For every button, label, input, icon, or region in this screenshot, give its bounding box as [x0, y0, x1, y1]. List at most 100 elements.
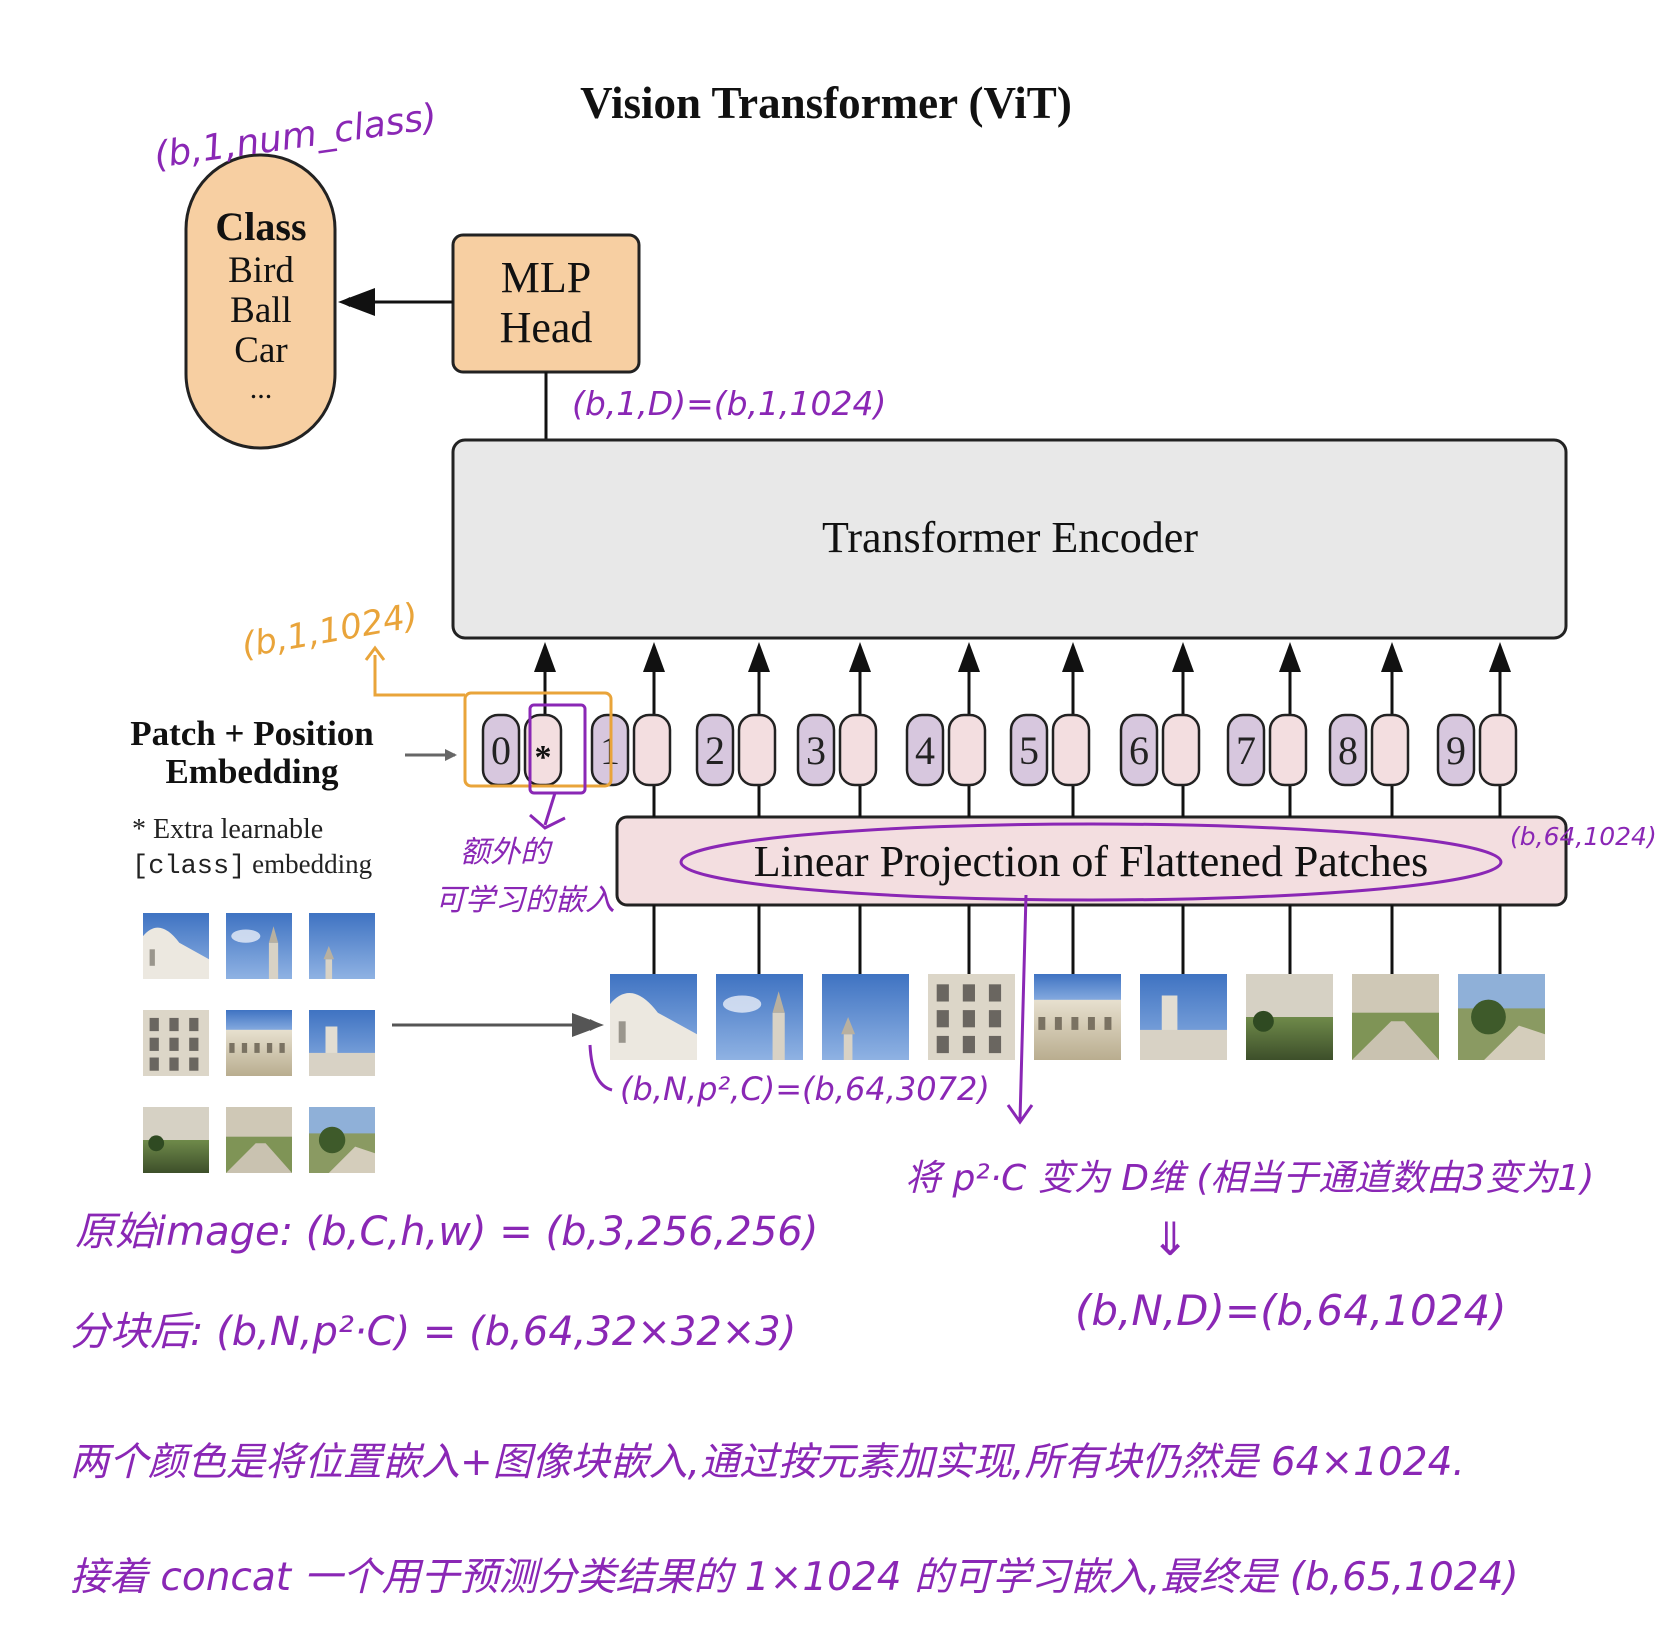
- token-5: 5: [1009, 642, 1091, 817]
- cls-token-annotation-arrow: [373, 655, 465, 697]
- flattened-patch: [610, 974, 697, 1060]
- extra-note-line1: * Extra learnable: [132, 814, 323, 845]
- token-arrowhead: [748, 642, 770, 672]
- token-7: 7: [1226, 642, 1308, 817]
- position-index-label: 7: [1236, 728, 1256, 773]
- flattened-patch: [1140, 974, 1227, 1060]
- grid-patch: [143, 1010, 209, 1076]
- extra-note-code: [class]: [132, 852, 245, 882]
- class-heading: Class: [215, 204, 306, 249]
- linear-projection-box: [615, 815, 1568, 907]
- patch-shape-hook: [588, 1044, 613, 1092]
- grid-patch: [309, 913, 375, 979]
- class-item-bird: Bird: [228, 250, 294, 291]
- grid-patch: [309, 1010, 375, 1076]
- extra-note-rest: embedding: [245, 849, 372, 879]
- token-8: 8: [1328, 642, 1410, 817]
- diagram-title: Vision Transformer (ViT): [580, 78, 1072, 128]
- grid-patch: [143, 1107, 209, 1173]
- grid-patch: [226, 1010, 292, 1076]
- projection-note-arrow-symbol: ⇓: [1151, 1212, 1190, 1266]
- after-split-shape-annotation: 分块后: (b,N,p²·C) = (b,64,32×32×3): [70, 1309, 796, 1355]
- position-embedding-pill: [1436, 713, 1476, 787]
- patch-embedding-pill: [1268, 713, 1308, 787]
- patch-embedding-pill: [1051, 713, 1091, 787]
- position-index-label: 4: [915, 728, 935, 773]
- position-embedding-pill: [1119, 713, 1159, 787]
- patch-embedding-pill: [838, 713, 878, 787]
- flattened-patch: [822, 974, 909, 1060]
- explanation-paragraph-2: 接着 concat 一个用于预测分类结果的 1×1024 的可学习嵌入,最终是 …: [70, 1555, 1519, 1600]
- class-output-box: [184, 153, 337, 450]
- token-3: 3: [796, 642, 878, 817]
- position-index-label: 6: [1129, 728, 1149, 773]
- mlp-head-line1: MLP: [501, 253, 591, 302]
- token-arrowhead: [643, 642, 665, 672]
- patch-embedding-pill: [1370, 713, 1410, 787]
- token-4: 4: [905, 642, 987, 817]
- token-1: 1: [590, 642, 672, 817]
- position-index-label: 2: [705, 728, 725, 773]
- grid-patch: [309, 1107, 375, 1173]
- original-image-shape-annotation: 原始image: (b,C,h,w) = (b,3,256,256): [75, 1209, 818, 1255]
- position-embedding-pill: [905, 713, 945, 787]
- cls-token-star: *: [535, 739, 552, 776]
- token-arrowhead: [1381, 642, 1403, 672]
- class-item-ellipsis: ...: [250, 372, 273, 405]
- class-item-car: Car: [234, 330, 287, 371]
- position-embedding-pill: [1009, 713, 1049, 787]
- position-embedding-pill: [796, 713, 836, 787]
- patch-shape-annotation: (b,N,p²,C)=(b,64,3072): [620, 1070, 990, 1108]
- patch-embedding-pill: [737, 713, 777, 787]
- head-input-annotation: (b,1,D)=(b,1,1024): [572, 384, 886, 423]
- grid-patch: [226, 913, 292, 979]
- token-0: 0*: [481, 642, 563, 787]
- grid-patch: [226, 1107, 292, 1173]
- patch-embedding-pill: [1161, 713, 1201, 787]
- cls-token-shape-annotation: (b,1,1024): [239, 596, 421, 666]
- explanation-paragraph-1: 两个颜色是将位置嵌入+图像块嵌入,通过按元素加实现,所有块仍然是 64×1024…: [70, 1440, 1465, 1485]
- position-embedding-pill: [1328, 713, 1368, 787]
- embedding-label-line1: Patch + Position: [130, 714, 374, 753]
- patch-embedding-pill: [947, 713, 987, 787]
- patch-grid-arrowhead: [572, 1013, 604, 1037]
- position-index-label: 8: [1338, 728, 1358, 773]
- cls-note-line2: 可学习的嵌入: [435, 883, 615, 918]
- mlp-head-line2: Head: [500, 303, 593, 352]
- transformer-encoder-label: Transformer Encoder: [822, 513, 1198, 562]
- patch-embedding-pill: [632, 713, 672, 787]
- patch-embedding-pill: [1478, 713, 1518, 787]
- cls-note-arrow: [529, 792, 566, 830]
- flattened-patch: [716, 974, 803, 1060]
- projection-note: 将 p²·C 变为 D维 (相当于通道数由3变为1): [905, 1158, 1594, 1199]
- token-arrowhead: [1172, 642, 1194, 672]
- transformer-encoder-box: [451, 438, 1568, 640]
- token-9: 9: [1436, 642, 1518, 817]
- flattened-patch: [1352, 974, 1439, 1060]
- cls-note-line1: 额外的: [460, 835, 553, 870]
- linear-projection-label: Linear Projection of Flattened Patches: [754, 837, 1428, 886]
- position-embedding-pill: [1226, 713, 1266, 787]
- flattened-patch: [1034, 974, 1121, 1060]
- cls-token-highlight: [463, 691, 613, 788]
- flattened-patch-row: [610, 905, 1545, 1060]
- class-item-ball: Ball: [230, 290, 292, 331]
- token-arrowhead: [534, 642, 556, 672]
- token-arrowhead: [1489, 642, 1511, 672]
- mlp-to-class-arrowhead: [338, 288, 375, 316]
- position-index-label: 9: [1446, 728, 1466, 773]
- token-arrowhead: [849, 642, 871, 672]
- token-arrowhead: [958, 642, 980, 672]
- position-index-label: 0: [491, 728, 511, 773]
- embedding-label-line2: Embedding: [165, 752, 339, 791]
- flattened-patch: [928, 974, 1015, 1060]
- position-embedding-pill: [695, 713, 735, 787]
- cls-star-highlight: [528, 703, 587, 795]
- input-image-patch-grid: [143, 913, 375, 1173]
- flattened-patch: [1246, 974, 1333, 1060]
- cls-token-annotation-arrowhead: [364, 645, 386, 661]
- token-2: 2: [695, 642, 777, 817]
- position-index-label: 3: [806, 728, 826, 773]
- position-index-label: 5: [1019, 728, 1039, 773]
